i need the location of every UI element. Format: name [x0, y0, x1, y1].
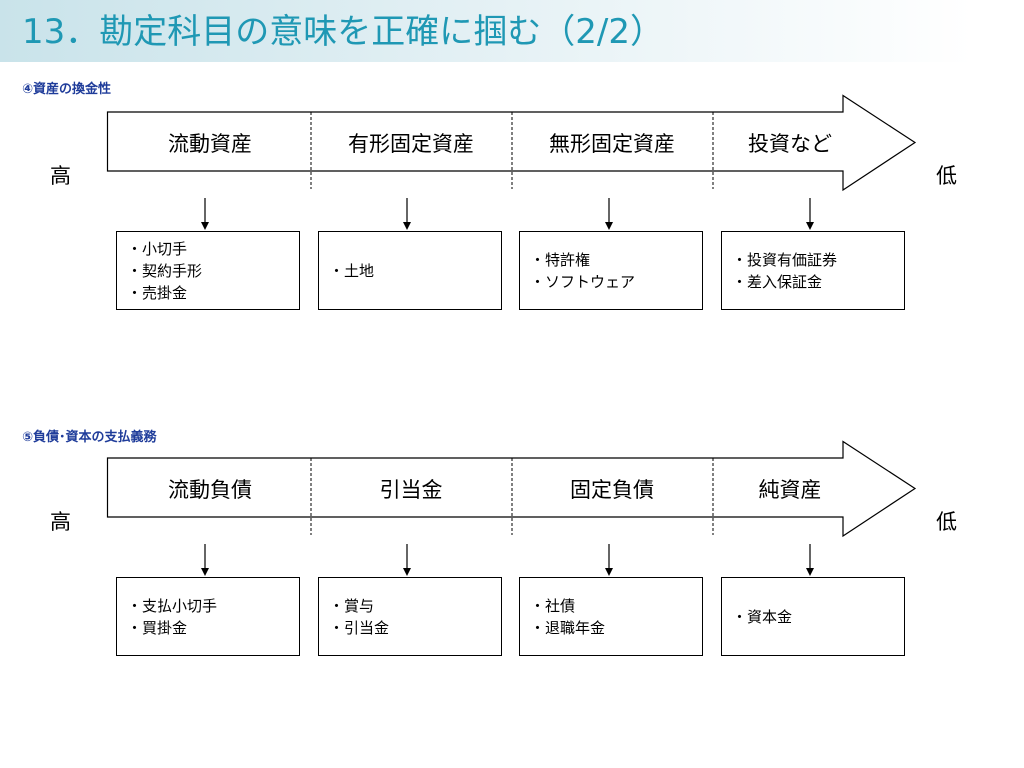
- flow-arrow: [106, 440, 917, 538]
- example-item: ・支払小切手: [127, 596, 218, 615]
- segment-label: 無形固定資産: [549, 132, 675, 156]
- flow-arrow: [106, 94, 917, 192]
- segment-label: 固定負債: [570, 478, 654, 502]
- example-box: ・資本金: [721, 577, 905, 656]
- section-label-asset-liquidity: ④資産の換金性: [22, 82, 112, 97]
- section-asset-liquidity: 流動資産 有形固定資産 無形固定資産 投資など 高 低 ・小切手 ・契約手形 ・…: [0, 94, 1024, 324]
- segment-label: 投資など: [748, 132, 832, 156]
- example-item: ・売掛金: [127, 283, 188, 302]
- down-arrow-icon: [806, 544, 814, 576]
- segment-label: 流動負債: [168, 478, 252, 502]
- segment-label: 有形固定資産: [348, 132, 474, 156]
- low-label: 低: [936, 164, 957, 188]
- segment-label: 純資産: [758, 478, 822, 502]
- example-box: ・賞与 ・引当金: [318, 577, 502, 656]
- segment-label: 引当金: [379, 478, 443, 502]
- example-box: ・投資有価証券 ・差入保証金: [721, 231, 905, 310]
- example-box: ・小切手 ・契約手形 ・売掛金: [116, 231, 300, 310]
- example-item: ・差入保証金: [732, 272, 823, 291]
- section-label-liability-obligation: ⑤負債･資本の支払義務: [22, 430, 157, 445]
- low-label: 低: [936, 510, 957, 534]
- example-item: ・ソフトウェア: [530, 272, 636, 291]
- example-item: ・引当金: [329, 618, 390, 637]
- down-arrow-icon: [806, 198, 814, 230]
- down-arrow-icon: [403, 198, 411, 230]
- title-bar: 13．勘定科目の意味を正確に掴む（2/2）: [0, 0, 1024, 62]
- example-item: ・契約手形: [127, 261, 203, 280]
- example-item: ・特許権: [530, 250, 591, 269]
- example-item: ・資本金: [732, 607, 793, 626]
- example-item: ・退職年金: [530, 618, 606, 637]
- example-box: ・特許権 ・ソフトウェア: [519, 231, 703, 310]
- high-label: 高: [50, 164, 71, 188]
- down-arrow-icon: [605, 198, 613, 230]
- example-item: ・買掛金: [127, 618, 188, 637]
- down-arrow-icon: [201, 198, 209, 230]
- down-arrow-icon: [605, 544, 613, 576]
- high-label: 高: [50, 510, 71, 534]
- section-liability-obligation: 流動負債 引当金 固定負債 純資産 高 低 ・支払小切手 ・買掛金 ・賞与 ・引…: [0, 440, 1024, 670]
- example-item: ・土地: [329, 261, 375, 280]
- down-arrow-icon: [201, 544, 209, 576]
- segment-label: 流動資産: [168, 132, 252, 156]
- example-item: ・賞与: [329, 596, 375, 615]
- example-item: ・社債: [530, 596, 576, 615]
- example-item: ・小切手: [127, 239, 188, 258]
- down-arrow-icon: [403, 544, 411, 576]
- example-box: ・社債 ・退職年金: [519, 577, 703, 656]
- page-title: 13．勘定科目の意味を正確に掴む（2/2）: [22, 12, 664, 52]
- example-box: ・支払小切手 ・買掛金: [116, 577, 300, 656]
- example-item: ・投資有価証券: [732, 250, 838, 269]
- example-box: ・土地: [318, 231, 502, 310]
